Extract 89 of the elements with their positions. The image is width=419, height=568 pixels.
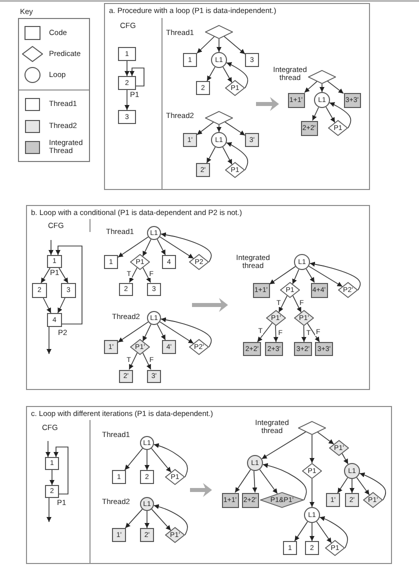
arrow [307, 322, 320, 342]
arrow [294, 521, 308, 542]
arrow [326, 106, 336, 123]
arrow [196, 36, 215, 54]
arrow [310, 434, 314, 464]
arrow [342, 453, 348, 464]
arrow [46, 326, 52, 354]
arrow [50, 470, 54, 486]
panel-frame [26, 406, 392, 564]
arrow [144, 510, 150, 528]
arrow [142, 238, 152, 257]
arrow [54, 446, 68, 494]
loop-back-arrow [160, 232, 212, 262]
arrow [317, 432, 334, 445]
predicate-diamond [205, 111, 233, 125]
arrow [142, 267, 152, 283]
panel-frame [26, 205, 370, 390]
arrow [234, 469, 251, 493]
arrow [144, 450, 150, 470]
arrow [130, 68, 144, 86]
arrow [320, 84, 324, 92]
predicate-diamond [205, 25, 233, 39]
arrow [206, 146, 216, 164]
loop-back-arrow [226, 142, 248, 170]
arrow [118, 236, 149, 258]
arrow [124, 508, 143, 528]
arrow [252, 470, 258, 493]
arrow [142, 324, 152, 342]
loop-back-arrow [153, 443, 188, 478]
arrow [46, 498, 52, 522]
arrow [46, 440, 50, 458]
arrow [159, 236, 194, 259]
arrow [222, 146, 232, 165]
arrow [259, 469, 278, 494]
arrow [301, 325, 306, 342]
arrow [156, 324, 166, 340]
loop-back-arrow [262, 463, 307, 500]
arrow [151, 508, 172, 531]
arrow [261, 431, 306, 460]
arrow [306, 268, 315, 283]
arrow [156, 238, 166, 256]
loop-back-arrow [160, 317, 212, 348]
arrow [159, 321, 194, 344]
arrow [118, 322, 149, 343]
arrow [128, 352, 138, 370]
arrow [216, 124, 222, 132]
arrow [337, 477, 348, 494]
panel-frame [104, 3, 370, 190]
arrow [57, 298, 66, 314]
arrow [48, 240, 54, 256]
arrow [56, 246, 82, 324]
loop-back-arrow [153, 504, 188, 536]
arrow [206, 66, 216, 82]
loop-back-arrow [329, 102, 352, 128]
arrow [124, 90, 130, 110]
predicate-diamond [298, 421, 326, 435]
arrow [350, 478, 354, 494]
arrow [151, 448, 172, 473]
arrow [196, 122, 214, 136]
arrow [278, 295, 288, 313]
arrow [142, 352, 152, 370]
arrow [224, 36, 246, 54]
arrow [224, 122, 246, 136]
arrow [40, 268, 50, 284]
arrow [308, 266, 343, 287]
arrow [269, 266, 296, 285]
arrow [356, 477, 370, 496]
arrow [124, 60, 130, 76]
loop-back-arrow [309, 262, 361, 290]
loop-back-arrow [319, 516, 348, 548]
arrow [304, 81, 318, 93]
loop-back-arrow [359, 472, 386, 500]
arrow [292, 295, 302, 313]
predicate-diamond [308, 70, 336, 84]
arrow [58, 268, 68, 284]
arrow [316, 521, 332, 544]
arrow [124, 448, 143, 470]
arrow [310, 478, 314, 508]
arrow [312, 106, 320, 121]
arrow [128, 267, 138, 283]
arrow [222, 66, 232, 83]
arrow [292, 268, 300, 284]
arrow [310, 522, 314, 542]
arrow [273, 325, 278, 342]
arrow [42, 298, 52, 314]
arrow [216, 38, 222, 52]
arrow [327, 80, 344, 94]
loop-back-arrow [226, 62, 248, 88]
arrow [257, 322, 273, 342]
